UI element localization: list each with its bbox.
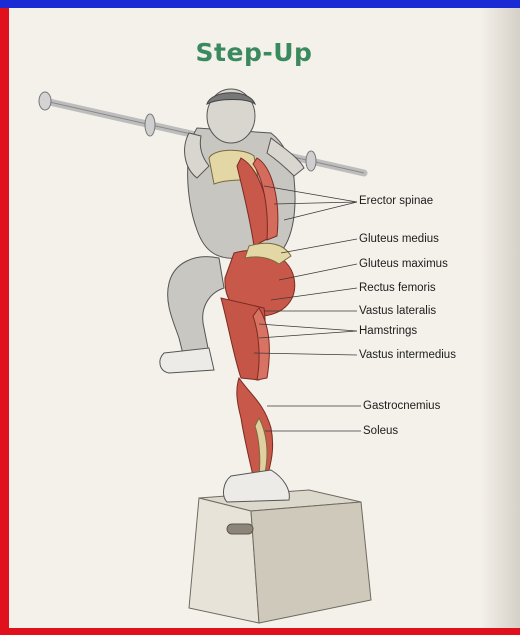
label-vastus-intermedius: Vastus intermedius <box>359 348 456 362</box>
label-soleus: Soleus <box>363 424 398 438</box>
shoe <box>224 470 290 502</box>
book-page: Step-Up <box>9 8 520 628</box>
raised-leg <box>160 257 224 373</box>
label-rectus-femoris: Rectus femoris <box>359 281 436 295</box>
label-gastrocnemius: Gastrocnemius <box>363 399 440 413</box>
box-handle <box>227 524 253 534</box>
label-vastus-lateralis: Vastus lateralis <box>359 304 436 318</box>
label-erector-spinae: Erector spinae <box>359 194 433 208</box>
plyo-box <box>189 490 371 623</box>
supporting-leg <box>221 243 295 502</box>
label-gluteus-medius: Gluteus medius <box>359 232 439 246</box>
label-hamstrings: Hamstrings <box>359 324 417 338</box>
raised-shoe <box>160 348 214 373</box>
step-up-illustration <box>9 8 520 628</box>
gastrocnemius-muscle <box>237 378 273 480</box>
label-gluteus-maximus: Gluteus maximus <box>359 257 448 271</box>
top-bar <box>0 0 520 8</box>
